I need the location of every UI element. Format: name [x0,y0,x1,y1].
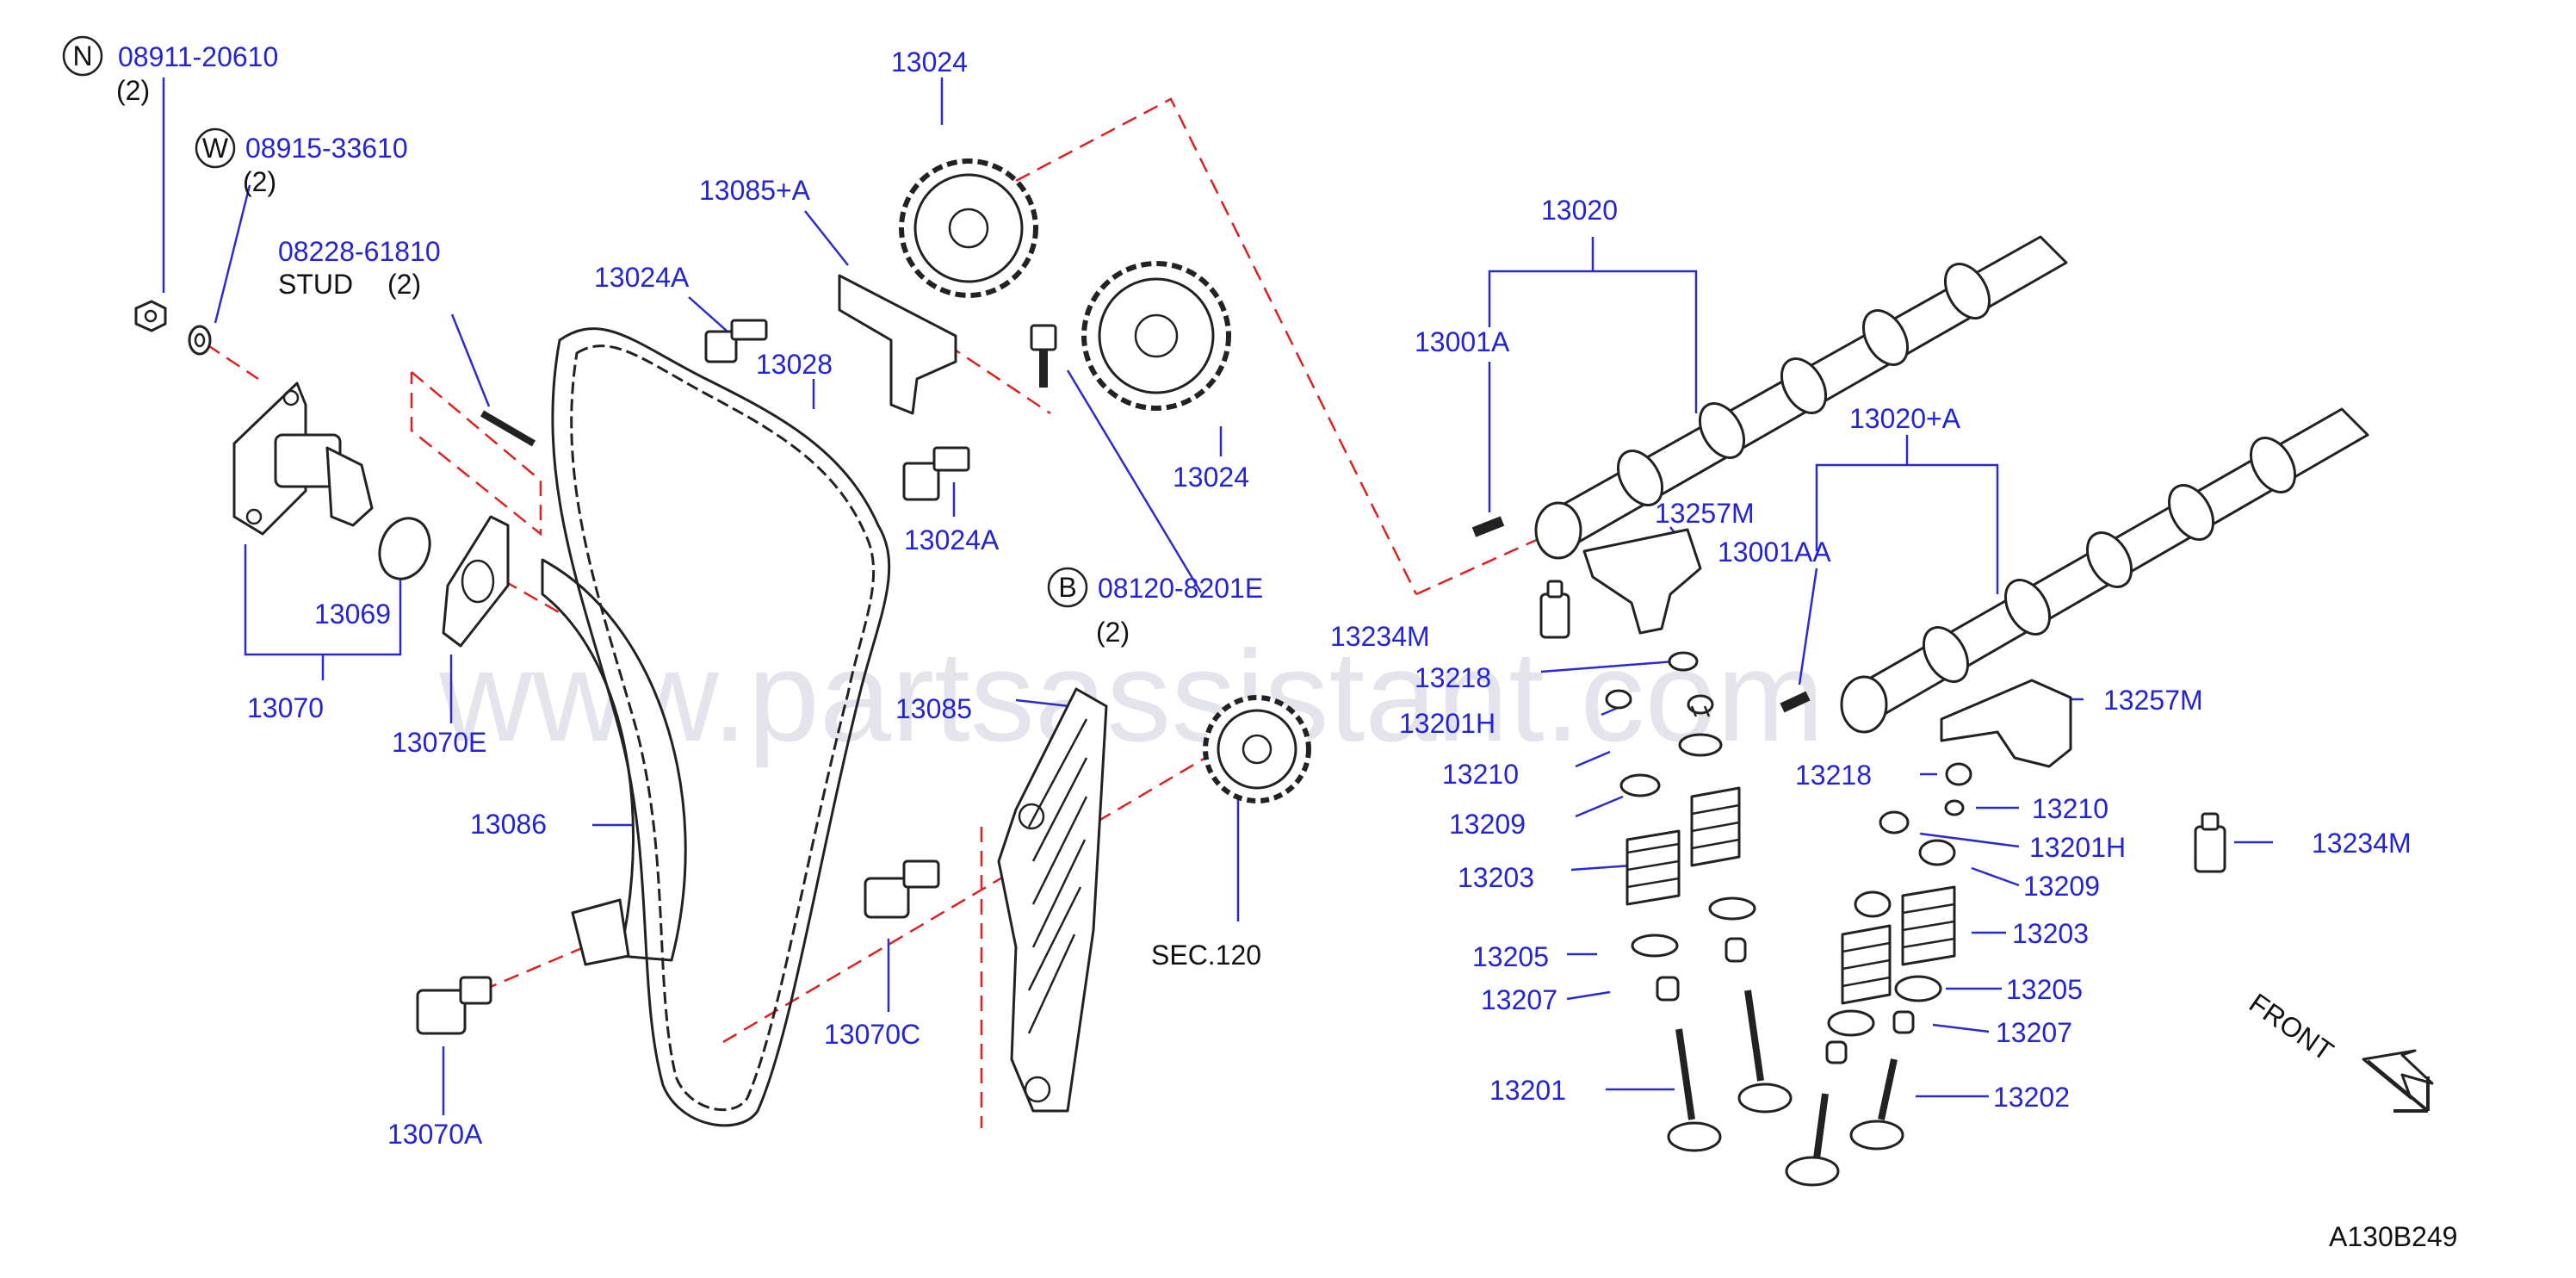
camshaft-intake-part [1840,407,2369,734]
label-13201[interactable]: 13201 [1489,1075,1566,1106]
part-number-08911-20610[interactable]: 08911-20610 [118,41,278,72]
pivot-bolt-part [416,976,492,1035]
slack-guide-part [541,558,687,966]
cam-sprocket-right-part [1081,261,1231,411]
valve-train-left-parts [1605,651,1793,1152]
dowel-pin-bottom-part [1780,691,1811,713]
part-number-08120-8201E[interactable]: 08120-8201E [1098,573,1263,604]
label-13210-right[interactable]: 13210 [2032,793,2108,824]
label-13201H-left[interactable]: 13201H [1399,708,1495,739]
lash-adjuster-left-part [1539,580,1570,639]
label-13234M-left[interactable]: 13234M [1330,621,1430,652]
sprocket-bolt-top-part [704,319,768,363]
label-13218-right[interactable]: 13218 [1795,760,1872,791]
label-13205-left[interactable]: 13205 [1472,941,1549,972]
guide-bolt-part [1030,324,1057,388]
badge-w: W [195,127,236,169]
label-13020[interactable]: 13020 [1541,195,1618,226]
rocker-arm-right-part [1940,679,2072,768]
rocker-arm-left-part [1582,528,1702,635]
part-number-08915-33610[interactable]: 08915-33610 [245,133,408,164]
badge-n-letter: N [72,40,92,71]
label-13209-left[interactable]: 13209 [1449,809,1526,840]
crank-sprocket-part [1203,695,1311,803]
label-13086[interactable]: 13086 [470,809,547,840]
stud-name: STUD [278,269,353,300]
label-13085[interactable]: 13085 [895,693,972,724]
cam-sprocket-top-part [899,158,1038,298]
chain-tensioner-part [232,382,374,536]
lash-adjuster-right-part [2194,812,2226,873]
label-13070E[interactable]: 13070E [392,727,486,758]
drawing-id: A130B249 [2329,1221,2457,1252]
front-label: FRONT [2244,987,2339,1067]
label-13207-left[interactable]: 13207 [1481,984,1557,1015]
badge-b: B [1047,567,1088,608]
qty-n: (2) [116,75,150,106]
nut-part [134,300,167,332]
label-13024-top[interactable]: 13024 [891,47,968,78]
gasket-part [442,515,510,648]
label-13085A[interactable]: 13085+A [699,175,811,206]
label-13203-left[interactable]: 13203 [1458,862,1534,893]
badge-w-letter: W [202,133,229,164]
label-13210-left[interactable]: 13210 [1442,759,1519,790]
label-13257M-right[interactable]: 13257M [2103,685,2203,716]
qty-stud: (2) [387,269,421,300]
label-13202[interactable]: 13202 [1993,1082,2070,1113]
label-13070[interactable]: 13070 [247,692,324,723]
label-13201H-right[interactable]: 13201H [2029,832,2126,863]
stud-part [480,410,536,447]
label-13001AA[interactable]: 13001AA [1718,537,1831,568]
upper-chain-guide-part [838,274,957,415]
label-13203-right[interactable]: 13203 [2012,918,2089,949]
qty-w: (2) [243,166,276,197]
label-13070C[interactable]: 13070C [824,1019,920,1050]
part-number-08228-61810[interactable]: 08228-61810 [278,236,441,267]
timing-chain-part [551,327,891,1127]
label-13024A-top[interactable]: 13024A [594,262,690,293]
camshaft-exhaust-part [1534,235,2068,560]
label-13257M-top[interactable]: 13257M [1655,498,1755,529]
label-13028[interactable]: 13028 [756,349,833,380]
label-13024-right[interactable]: 13024 [1173,462,1249,493]
guide-pivot-bolt-part [864,859,940,919]
valve-train-right-parts [1785,762,1972,1187]
label-13207-right[interactable]: 13207 [1996,1017,2072,1048]
label-13205-right[interactable]: 13205 [2006,974,2083,1005]
label-sec120[interactable]: SEC.120 [1151,940,1261,971]
label-13020A[interactable]: 13020+A [1849,403,1961,434]
label-13070A[interactable]: 13070A [387,1119,483,1150]
label-13209-right[interactable]: 13209 [2023,871,2100,902]
o-ring-part [378,517,431,580]
label-13001A[interactable]: 13001A [1415,326,1510,357]
sprocket-bolt-bottom-part [902,446,970,501]
front-arrow-icon [2362,1049,2434,1113]
label-13069[interactable]: 13069 [314,599,391,630]
tension-guide-part [997,687,1108,1113]
washer-part [188,325,212,356]
qty-b: (2) [1096,617,1130,648]
badge-b-letter: B [1058,572,1076,603]
assembly-dashed-lines [206,97,1551,1128]
label-13234M-right[interactable]: 13234M [2312,828,2412,859]
badge-n: N [62,35,103,77]
dowel-pin-top-part [1471,516,1505,537]
label-13218-left[interactable]: 13218 [1415,662,1491,693]
label-13024A-bottom[interactable]: 13024A [904,524,1000,555]
